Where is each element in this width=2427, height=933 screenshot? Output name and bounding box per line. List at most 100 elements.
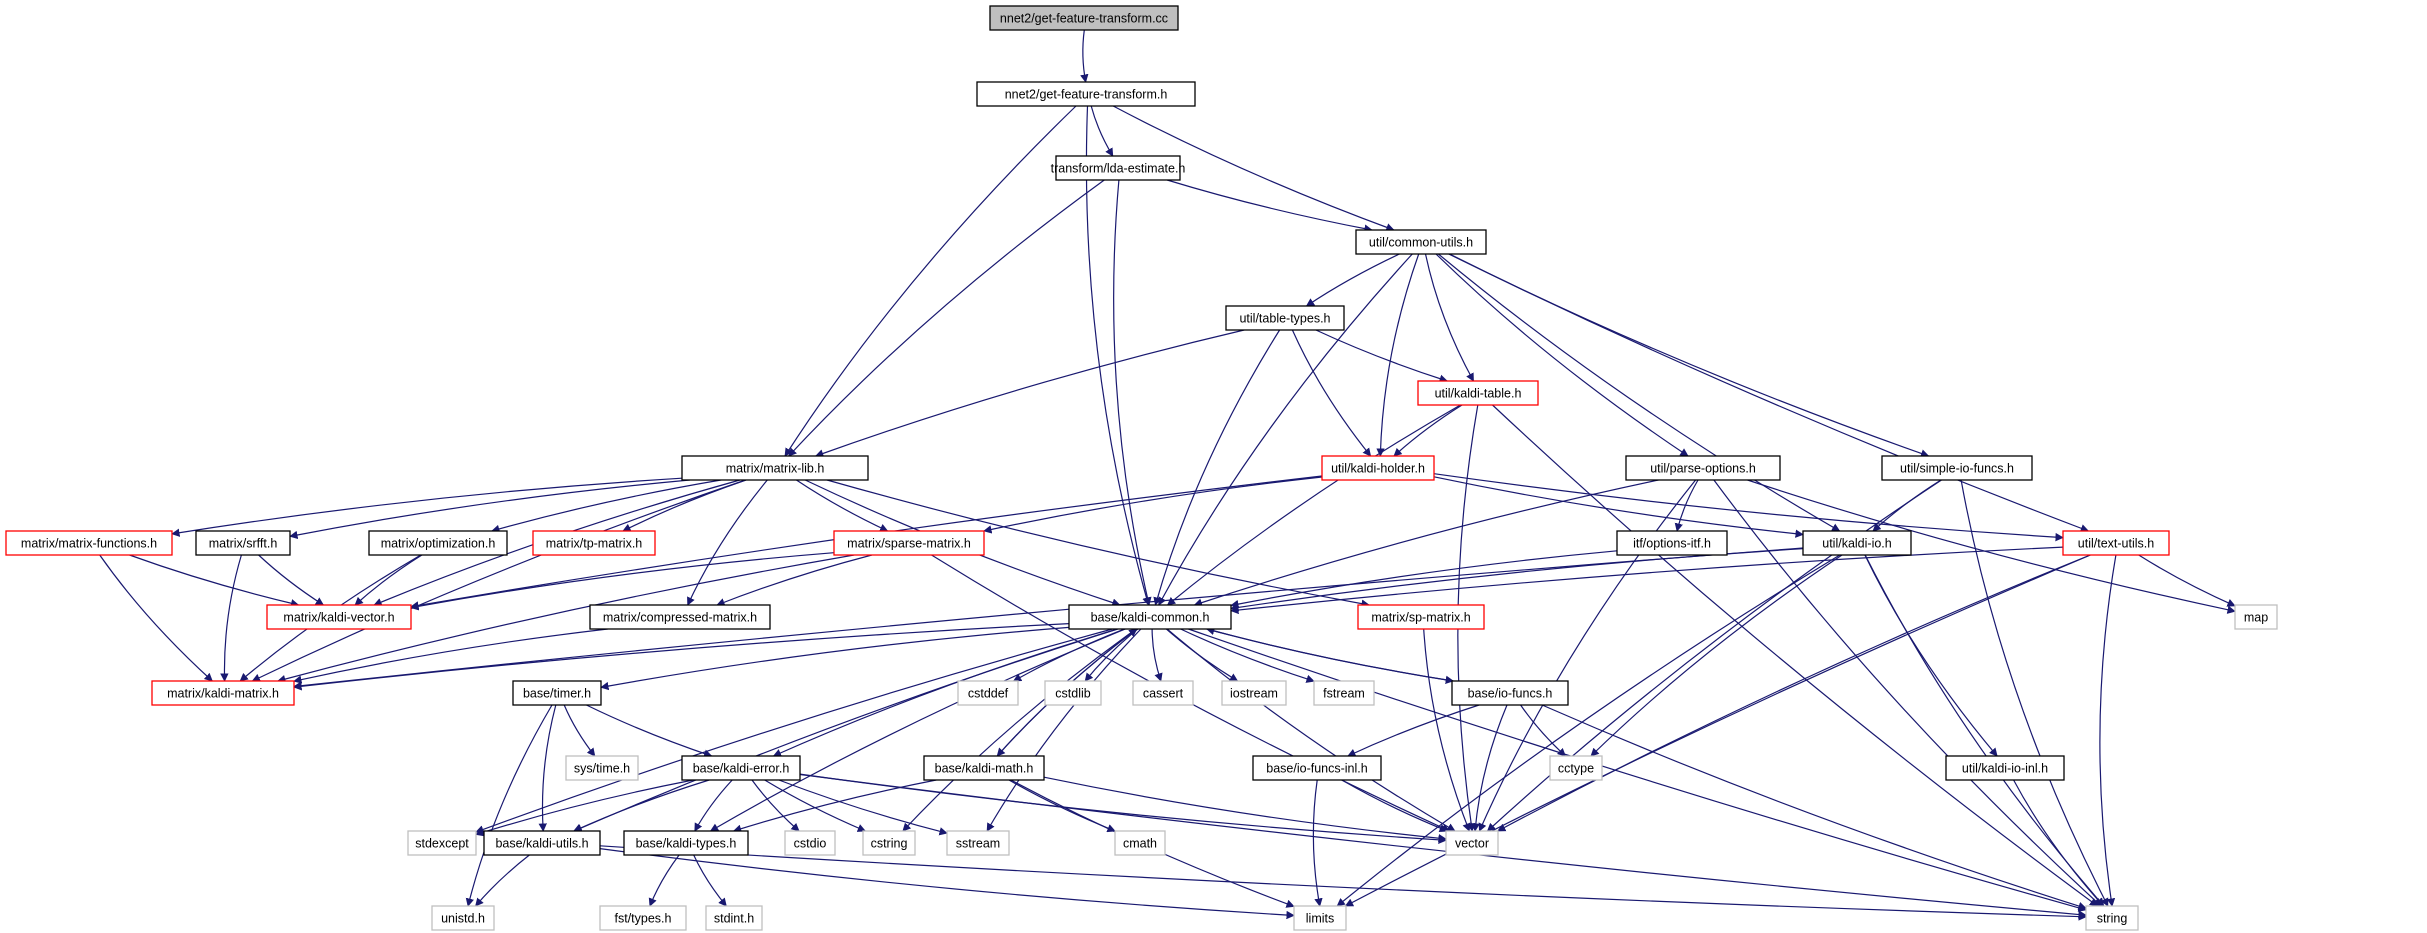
include-edge-sp-to-vector [1423, 628, 1471, 832]
node-srfft[interactable]: matrix/srfft.h [195, 530, 291, 556]
node-label: matrix/sparse-matrix.h [847, 537, 971, 551]
node-kioi[interactable]: util/kaldi-io-inl.h [1945, 755, 2065, 781]
node-mf[interactable]: matrix/matrix-functions.h [5, 530, 173, 556]
node-label: matrix/kaldi-matrix.h [167, 687, 279, 701]
node-tp[interactable]: matrix/tp-matrix.h [532, 530, 656, 556]
include-edge-ml-to-cm [687, 479, 768, 606]
include-edge-cu-to-bkc [1158, 253, 1413, 606]
node-cassert: cassert [1132, 680, 1194, 706]
include-edge-bkc-to-iof [1206, 628, 1455, 684]
include-edge-tt-to-bkc [1153, 329, 1281, 606]
include-edge-kh-to-sparse [983, 476, 1323, 534]
include-edge-kt-to-bkc [1166, 404, 1461, 606]
node-gfth[interactable]: nnet2/get-feature-transform.h [976, 81, 1196, 107]
node-box [2062, 530, 2170, 556]
include-edge-bkc-to-kty [709, 628, 1126, 832]
node-box [589, 604, 771, 630]
node-lda[interactable]: transform/lda-estimate.h [1051, 155, 1186, 181]
include-edge-kio-to-kioi [1864, 554, 1998, 757]
node-box [862, 830, 916, 856]
node-kmath[interactable]: base/kaldi-math.h [923, 755, 1045, 781]
node-label: util/table-types.h [1239, 312, 1330, 326]
node-sio[interactable]: util/simple-io-funcs.h [1881, 455, 2033, 481]
include-edge-timer-to-systime [563, 704, 596, 757]
node-kio[interactable]: util/kaldi-io.h [1802, 530, 1912, 556]
include-edge-ml-to-sp [826, 479, 1370, 608]
include-edge-iofi-to-limits [1312, 779, 1323, 907]
node-timer[interactable]: base/timer.h [512, 680, 602, 706]
node-label: matrix/sp-matrix.h [1371, 611, 1470, 625]
node-bkc[interactable]: base/kaldi-common.h [1068, 604, 1232, 630]
include-edge-timer-to-ku [538, 704, 557, 832]
node-box [1549, 755, 1603, 781]
include-edge-ku-to-unistd [475, 854, 530, 907]
node-label: base/kaldi-error.h [693, 762, 790, 776]
edge-layer [99, 29, 2236, 921]
node-box [1417, 380, 1539, 406]
node-box [2234, 604, 2278, 630]
include-edge-lda-to-cu [1166, 179, 1373, 233]
node-label: sstream [956, 837, 1000, 851]
include-edge-tt-to-ml [815, 329, 1245, 458]
node-label: cstdlib [1055, 687, 1090, 701]
node-ml[interactable]: matrix/matrix-lib.h [681, 455, 869, 481]
node-box [599, 905, 687, 931]
node-label: base/kaldi-math.h [935, 762, 1034, 776]
node-box [681, 455, 869, 481]
node-label: fstream [1323, 687, 1365, 701]
include-edge-kt-to-kh [1393, 404, 1463, 457]
node-label: matrix/compressed-matrix.h [603, 611, 757, 625]
node-box [1221, 680, 1287, 706]
node-box [946, 830, 1010, 856]
node-box [923, 755, 1045, 781]
node-tu[interactable]: util/text-utils.h [2062, 530, 2170, 556]
node-box [1313, 680, 1375, 706]
node-itf[interactable]: itf/options-itf.h [1616, 530, 1728, 556]
node-sp[interactable]: matrix/sp-matrix.h [1357, 604, 1485, 630]
node-unistd: unistd.h [431, 905, 495, 931]
node-ku[interactable]: base/kaldi-utils.h [483, 830, 601, 856]
node-box [1445, 830, 1499, 856]
node-kty[interactable]: base/kaldi-types.h [623, 830, 749, 856]
include-edge-iof-to-vector [1471, 704, 1508, 832]
node-cstdio: cstdio [784, 830, 836, 856]
node-iof[interactable]: base/io-funcs.h [1451, 680, 1569, 706]
node-sparse[interactable]: matrix/sparse-matrix.h [833, 530, 985, 556]
node-box [705, 905, 763, 931]
node-systime: sys/time.h [565, 755, 639, 781]
include-edge-cu-to-kt [1424, 253, 1475, 382]
node-kh[interactable]: util/kaldi-holder.h [1321, 455, 1435, 481]
include-edge-cu-to-tt [1305, 253, 1400, 307]
node-kt[interactable]: util/kaldi-table.h [1417, 380, 1539, 406]
node-label: util/kaldi-table.h [1435, 387, 1522, 401]
node-box [5, 530, 173, 556]
node-opt[interactable]: matrix/optimization.h [368, 530, 508, 556]
node-label: fst/types.h [615, 912, 672, 926]
include-edge-po-to-string [1713, 479, 2102, 907]
node-po[interactable]: util/parse-options.h [1625, 455, 1781, 481]
node-box [1881, 455, 2033, 481]
node-tt[interactable]: util/table-types.h [1225, 305, 1345, 331]
node-box [1132, 680, 1194, 706]
node-ke[interactable]: base/kaldi-error.h [681, 755, 801, 781]
node-kv[interactable]: matrix/kaldi-vector.h [266, 604, 412, 630]
node-label: unistd.h [441, 912, 485, 926]
node-cu[interactable]: util/common-utils.h [1355, 229, 1487, 255]
node-vector: vector [1445, 830, 1499, 856]
node-km[interactable]: matrix/kaldi-matrix.h [151, 680, 295, 706]
node-sstream: sstream [946, 830, 1010, 856]
node-label: nnet2/get-feature-transform.cc [1000, 12, 1168, 26]
node-box [1945, 755, 2065, 781]
include-edge-iof-to-string [1541, 704, 2087, 911]
node-box [1625, 455, 1781, 481]
node-cm[interactable]: matrix/compressed-matrix.h [589, 604, 771, 630]
node-iofi[interactable]: base/io-funcs-inl.h [1252, 755, 1382, 781]
node-label: base/kaldi-utils.h [495, 837, 588, 851]
node-cstdlib: cstdlib [1044, 680, 1102, 706]
include-edge-kio-to-bkc [1230, 548, 1804, 612]
node-root[interactable]: nnet2/get-feature-transform.cc [989, 5, 1179, 31]
include-edge-iofi-to-vector [1341, 779, 1448, 833]
node-box [151, 680, 295, 706]
node-stdint: stdint.h [705, 905, 763, 931]
